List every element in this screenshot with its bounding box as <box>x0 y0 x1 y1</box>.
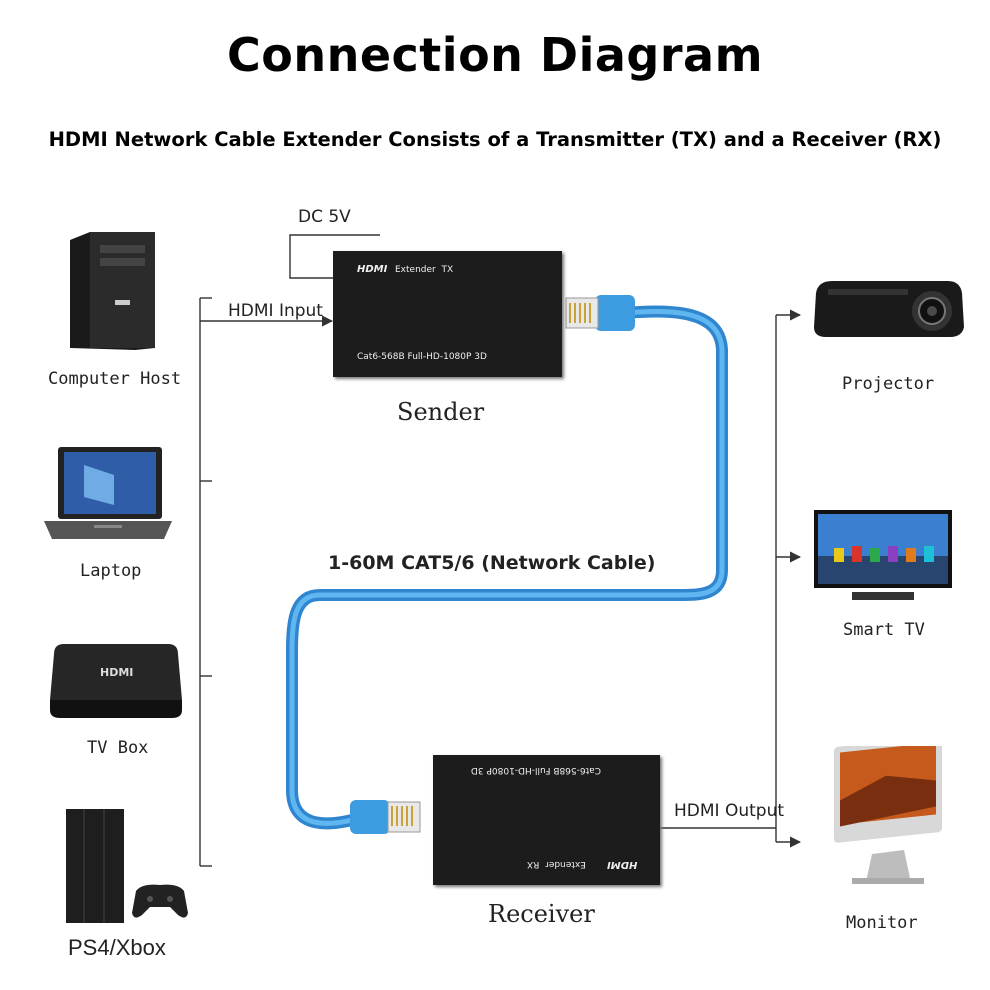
source-label-laptop: Laptop <box>80 561 142 581</box>
projector-icon <box>814 281 964 337</box>
game-console-icon <box>66 809 188 923</box>
dc-power-label: DC 5V <box>298 207 351 227</box>
source-label-tv-box: TV Box <box>87 738 149 758</box>
sender-model: Extender TX <box>395 265 454 275</box>
hdmi-input-label: HDMI Input <box>228 301 323 321</box>
cable-label: 1-60M CAT5/6 (Network Cable) <box>328 552 656 574</box>
page-subtitle: HDMI Network Cable Extender Consists of … <box>48 128 942 151</box>
smart-tv-icon <box>814 510 952 600</box>
display-label-projector: Projector <box>842 374 935 394</box>
laptop-icon <box>44 447 172 539</box>
monitor-icon <box>834 746 942 884</box>
display-label-monitor: Monitor <box>846 913 918 933</box>
tv-box-icon: HDMI <box>50 644 182 718</box>
source-bus-lines <box>199 297 334 867</box>
receiver-model: Extender RX <box>527 859 586 869</box>
dc-power-line <box>289 234 380 284</box>
display-bus-lines <box>660 309 802 848</box>
source-label-computer-host: Computer Host <box>48 369 182 389</box>
receiver-brand: HDMI <box>607 859 638 870</box>
page-title: Connection Diagram <box>226 28 764 82</box>
display-label-smart-tv: Smart TV <box>843 620 925 640</box>
source-label-ps4-xbox: PS4/Xbox <box>68 935 166 960</box>
sender-label: Sender <box>397 398 485 426</box>
receiver-spec: Cat6-568B Full-HD-1080P 3D <box>471 765 601 775</box>
sender-device: HDMI Extender TX Cat6-568B Full-HD-1080P… <box>333 251 562 377</box>
receiver-label: Receiver <box>488 900 595 928</box>
svg-text:HDMI: HDMI <box>100 666 133 679</box>
computer-tower-icon <box>70 232 155 350</box>
sender-spec: Cat6-568B Full-HD-1080P 3D <box>357 352 487 362</box>
hdmi-output-label: HDMI Output <box>674 801 785 821</box>
receiver-device: Cat6-568B Full-HD-1080P 3D Extender RX H… <box>433 755 660 885</box>
sender-brand: HDMI <box>357 264 388 275</box>
rj45-plug-top <box>565 295 635 331</box>
rj45-plug-bottom <box>350 800 421 834</box>
